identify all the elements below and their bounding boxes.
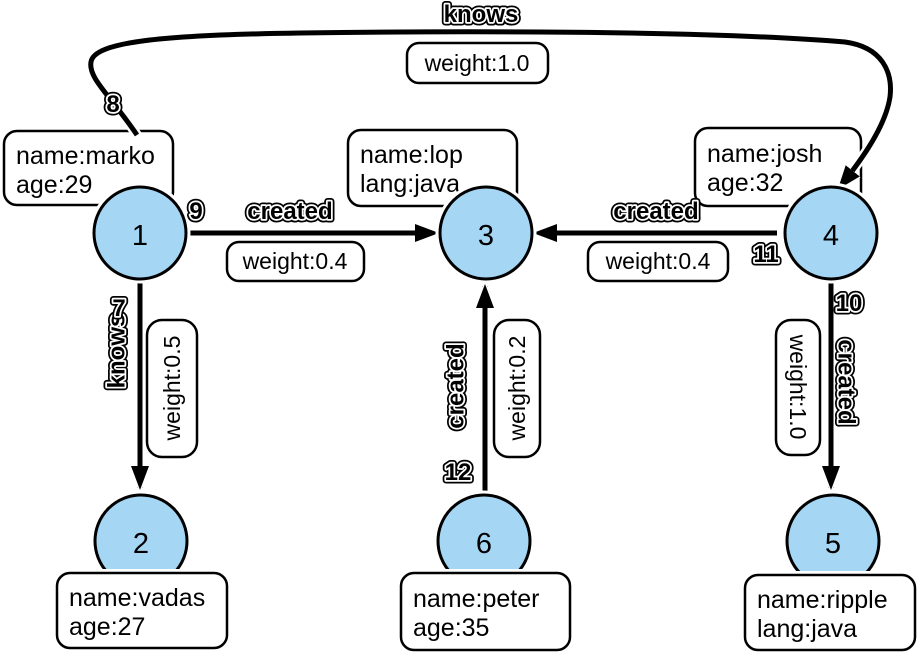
edge-12-label: created created (439, 340, 473, 432)
vertex-1-prop-age: age:29 (16, 171, 92, 199)
vertex-1-id: 1 (132, 220, 148, 252)
svg-text:knows: knows (103, 314, 130, 389)
svg-text:created: created (613, 198, 698, 225)
vertex-6-properties-box: name:peter age:35 (397, 569, 574, 654)
svg-text:9: 9 (189, 198, 202, 225)
svg-text:10: 10 (836, 290, 863, 317)
edge-12-weight: weight:0.2 (504, 336, 530, 442)
svg-text:knows: knows (103, 314, 130, 389)
svg-text:knows: knows (444, 1, 519, 28)
vertex-2: 2 (90, 490, 192, 592)
edge-10-weight-box: weight:1.0 (772, 316, 824, 459)
edge-11-label: created created (610, 195, 702, 229)
vertex-4-prop-age: age:32 (707, 169, 783, 197)
vertex-1-properties-box: name:marko age:29 (0, 127, 177, 209)
svg-text:created: created (613, 198, 698, 225)
edge-7-weight: weight:0.5 (159, 336, 185, 442)
vertex-1-prop-name: name:marko (16, 142, 155, 170)
svg-text:created: created (247, 198, 332, 225)
vertex-2-prop-age: age:27 (69, 613, 145, 641)
vertex-4-id: 4 (823, 220, 839, 252)
vertex-5-id: 5 (825, 528, 841, 560)
vertex-3: 3 (435, 182, 537, 284)
edge-7-label: knows knows (100, 310, 134, 392)
svg-text:11: 11 (753, 241, 778, 268)
svg-text:11: 11 (753, 241, 778, 268)
vertex-4: 4 (780, 182, 882, 284)
svg-text:7: 7 (112, 295, 125, 322)
svg-text:knows: knows (444, 1, 519, 28)
edge-9-id: 9 9 (186, 195, 206, 229)
vertex-2-id: 2 (133, 528, 149, 560)
edge-8-weight-box: weight:1.0 (403, 39, 552, 87)
svg-text:created: created (833, 339, 860, 424)
vertex-6-prop-name: name:peter (413, 585, 539, 613)
svg-text:created: created (833, 339, 860, 424)
edge-8-weight: weight:1.0 (424, 50, 530, 76)
edge-8-knows-1-4 (85, 26, 896, 188)
vertex-3-id: 3 (478, 220, 494, 252)
svg-text:10: 10 (836, 290, 863, 317)
vertex-3-prop-lang: lang:java (360, 170, 460, 198)
edge-9-weight-box: weight:0.4 (223, 238, 368, 285)
edge-10-label: created created (829, 336, 863, 428)
vertex-5-prop-lang: lang:java (757, 615, 857, 643)
edge-9-label: created created (244, 195, 336, 229)
edge-10-id: 10 10 (832, 287, 866, 321)
edge-12-id: 12 12 (441, 456, 475, 490)
vertex-2-prop-name: name:vadas (69, 584, 205, 612)
edge-7-weight-box: weight:0.5 (143, 316, 201, 461)
edge-11-weight: weight:0.4 (605, 248, 711, 274)
svg-text:8: 8 (106, 91, 119, 118)
svg-text:9: 9 (189, 198, 202, 225)
vertex-6-id: 6 (476, 528, 492, 560)
vertex-1: 1 (89, 182, 191, 284)
svg-text:created: created (442, 343, 469, 428)
vertex-2-properties-box: name:vadas age:27 (53, 569, 231, 652)
edge-12-weight-box: weight:0.2 (490, 316, 544, 461)
edge-11-id: 11 11 (750, 238, 782, 272)
edge-8-id: 8 8 (103, 88, 123, 122)
svg-text:7: 7 (112, 295, 125, 322)
edge-9-weight: weight:0.4 (242, 248, 348, 274)
vertex-6-prop-age: age:35 (413, 614, 489, 642)
vertex-5-prop-name: name:ripple (757, 586, 888, 614)
edge-10-weight: weight:1.0 (785, 334, 811, 440)
svg-text:12: 12 (445, 459, 472, 486)
vertex-5-properties-box: name:ripple lang:java (741, 571, 917, 654)
edge-8-label: knows knows (440, 0, 522, 32)
edge-11-weight-box: weight:0.4 (584, 238, 732, 285)
vertex-4-properties-box: name:josh age:32 (691, 124, 865, 210)
edge-7-id: 7 7 (109, 292, 129, 326)
svg-text:12: 12 (445, 459, 472, 486)
svg-text:8: 8 (106, 91, 119, 118)
vertex-4-prop-name: name:josh (707, 140, 822, 168)
svg-text:created: created (247, 198, 332, 225)
svg-text:created: created (442, 343, 469, 428)
vertex-3-prop-name: name:lop (360, 141, 463, 169)
